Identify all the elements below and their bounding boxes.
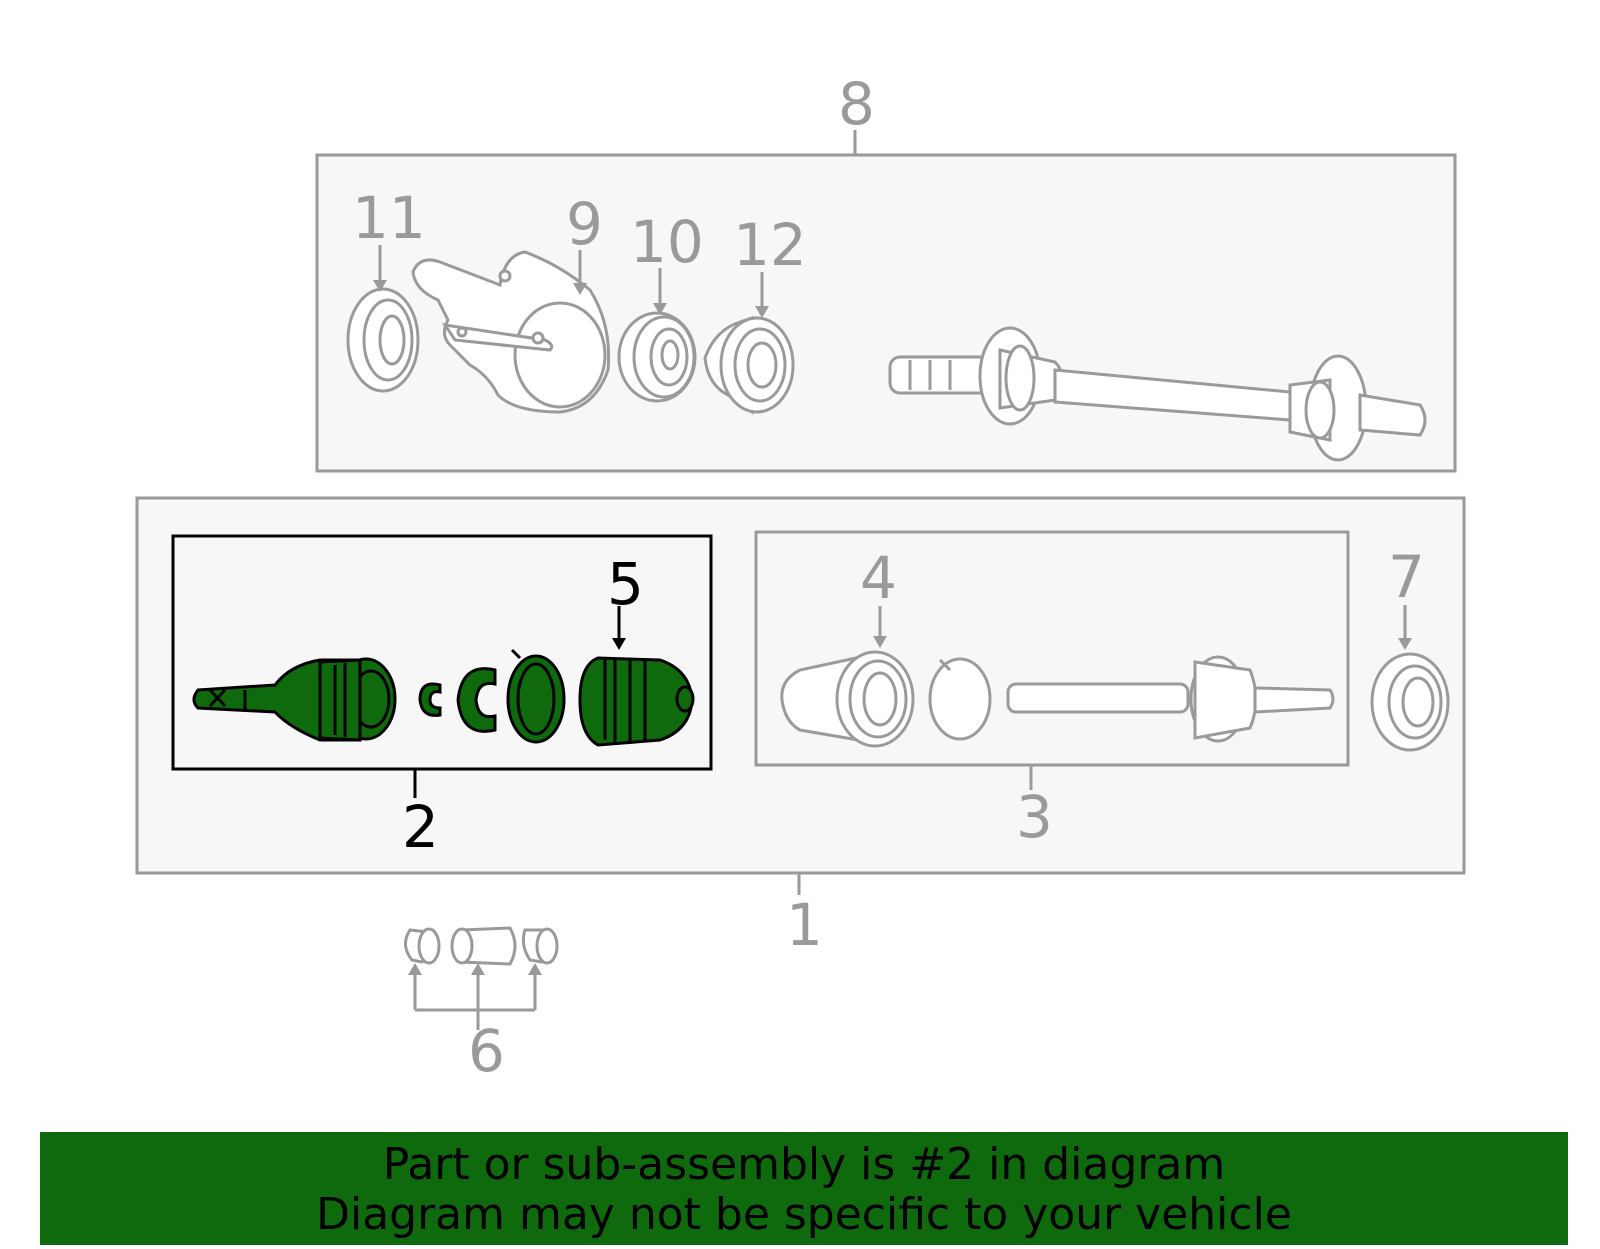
callout-8: 8 [838,70,875,138]
callout-2: 2 [402,793,439,861]
cv-boot-kit-2 [192,606,695,747]
bearing-bracket-9 [411,250,611,414]
banner-line-2: Diagram may not be specific to your vehi… [316,1189,1292,1240]
info-banner: Part or sub-assembly is #2 in diagram Di… [40,1132,1568,1245]
callout-4: 4 [860,544,897,612]
callout-7: 7 [1388,543,1425,611]
callout-12: 12 [733,211,807,279]
callout-9: 9 [566,190,603,258]
seal-ring-11 [346,245,420,393]
banner-line-1: Part or sub-assembly is #2 in diagram [382,1139,1226,1190]
callout-5: 5 [607,550,644,618]
bearing-10 [617,268,697,403]
callout-1: 1 [786,891,823,959]
axle-shaft-8 [888,326,1427,462]
callout-11: 11 [352,184,426,252]
callout-6: 6 [468,1017,505,1085]
clamps-6 [404,926,559,1030]
tone-ring-7 [1370,605,1450,752]
inner-joint-3 [780,606,1335,748]
callout-3: 3 [1016,783,1053,851]
callout-10: 10 [630,208,704,276]
seal-12 [703,272,795,415]
